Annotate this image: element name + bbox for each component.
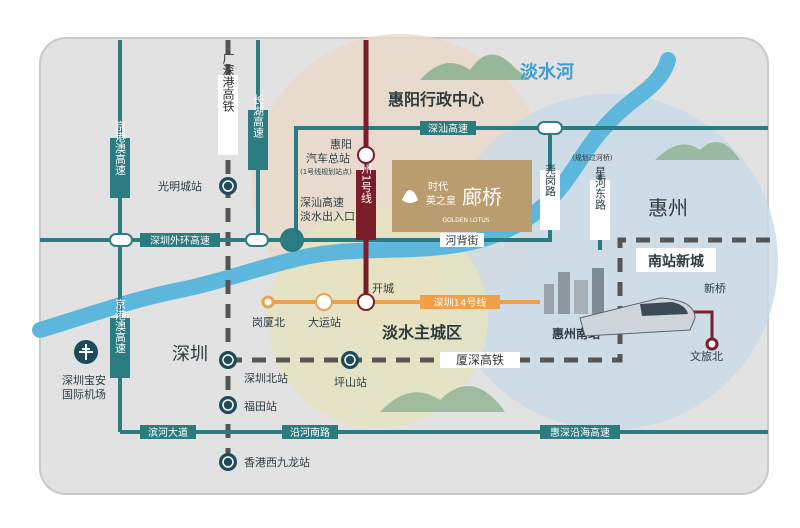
- station-gangxia-north: 岗厦北: [252, 316, 285, 329]
- road-label-yanhe: 沿河南路: [290, 426, 330, 439]
- danshui-zone: [268, 208, 488, 428]
- road-label-box: [248, 110, 268, 170]
- interchange-label-1: 深汕高速: [300, 195, 344, 209]
- wenlv-north-dot: [705, 337, 719, 351]
- region-danshui: 淡水主城区: [382, 323, 462, 342]
- road-label-guangshengang: 广深港高铁: [221, 52, 235, 112]
- bus-station-icon: [357, 146, 375, 164]
- road-label-xinghe: 星河东路: [594, 166, 607, 211]
- region-south-station-new-city: 南站新城: [648, 253, 704, 270]
- station-huiyang-bus-note: (1号线规划站点): [300, 167, 352, 176]
- road-label-box: [110, 318, 130, 378]
- road-label-hebei: 河背街: [446, 233, 479, 247]
- interchange-icon: [280, 228, 304, 252]
- project-english: GOLDEN LOTUS: [442, 217, 489, 224]
- road-label-yaogang: 尧岗路: [544, 163, 557, 197]
- project-brand-2: 英之皇: [426, 194, 456, 207]
- metro-station-icon: [219, 177, 237, 195]
- station-wenlv-north: 文旅北: [690, 349, 723, 363]
- station-huiyang-bus-1: 惠阳: [330, 137, 352, 151]
- station-futian: 福田站: [244, 399, 277, 413]
- region-huizhou: 惠州: [648, 196, 688, 220]
- airport-label-1: 深圳宝安: [62, 373, 106, 387]
- road-label-box: [590, 180, 610, 240]
- road-label-box: [356, 170, 376, 240]
- road-label-shenshan: 深汕高速: [428, 122, 468, 135]
- road-label-binhe: 滨河大道: [148, 426, 188, 439]
- lotus-logo-icon: [402, 190, 418, 203]
- road-label-changhu: 长湖高速: [252, 94, 265, 138]
- road-label-box: [440, 233, 484, 247]
- south-station-new-city-box: [636, 248, 716, 272]
- bridge-note: (规划过河桥): [572, 153, 613, 162]
- interchange-label-2: 淡水出入口: [300, 209, 355, 223]
- road-label-box: [140, 233, 220, 247]
- project-name: 廊桥: [462, 185, 502, 209]
- river-label: 淡水河: [520, 61, 574, 83]
- airport-label-2: 国际机场: [62, 387, 106, 401]
- expressway-junction-icon: [245, 233, 269, 247]
- road-label-box: [540, 170, 560, 230]
- station-hk-west-kowloon: 香港西九龙站: [244, 455, 310, 469]
- skyline-building: [592, 268, 604, 314]
- road-label-outer-ring: 深圳外环高速: [150, 234, 210, 247]
- plane-glyph-icon: [79, 344, 93, 360]
- metro-station-icon: [219, 351, 237, 369]
- road-label-jinggangao-south: 京港澳高速: [114, 297, 127, 353]
- road-label-box: [218, 75, 238, 155]
- road-label-box: [140, 425, 196, 439]
- road-label-box: [540, 425, 620, 439]
- road-label-box: [420, 295, 500, 309]
- station-pingshan: 坪山站: [334, 375, 367, 389]
- train-illustration: [544, 268, 696, 337]
- region-huiyang-admin: 惠阳行政中心: [388, 90, 484, 109]
- line14-station-icon: [315, 293, 333, 311]
- transit-label-line1: 惠州1号线: [360, 151, 373, 203]
- metro-station-icon: [219, 396, 237, 414]
- station-kaicheng: 开城: [372, 282, 394, 295]
- shenshan-expressway: [294, 126, 768, 232]
- skyline-building: [544, 284, 554, 314]
- region-shenzhen-1: 深圳: [172, 344, 208, 365]
- road-label-box: [282, 425, 338, 439]
- expressway-junction-icon: [109, 233, 133, 247]
- station-shenzhen-north: 深圳北站: [244, 371, 288, 385]
- mountain-decoration: [655, 142, 740, 160]
- road-label-box: [110, 138, 130, 198]
- road-label-huishen: 惠深沿海高速: [550, 426, 610, 439]
- danshui-river: [32, 52, 676, 338]
- station-guangming: 光明城站: [158, 179, 202, 193]
- station-huiyang-bus-2: 汽车总站: [306, 151, 350, 165]
- station-xinqiao: 新桥: [704, 281, 726, 295]
- project-brand-1: 时代: [428, 181, 448, 193]
- south-branch: [690, 310, 714, 344]
- station-dayun: 大运站: [308, 315, 341, 329]
- expressway-junction-icon: [537, 121, 563, 135]
- transit-label-xiashen: 厦深高铁: [456, 352, 504, 367]
- mountain-decoration: [380, 386, 505, 412]
- train-window: [640, 302, 688, 316]
- xiashen-rail-track: [228, 237, 770, 363]
- metro-station-icon: [219, 453, 237, 471]
- skyline-building: [558, 272, 570, 314]
- road-label-jinggangao-north: 京港澳高速: [114, 119, 127, 175]
- line14-terminal: [261, 295, 275, 309]
- road-label-box: [420, 121, 476, 135]
- line1-station-icon: [357, 293, 375, 311]
- huizhou-zone: [442, 94, 778, 430]
- road-label-box: [440, 352, 520, 368]
- mountain-decoration: [420, 54, 530, 80]
- metro-station-icon: [341, 351, 359, 369]
- transit-label-line14: 深圳14号线: [434, 296, 487, 309]
- skyline-building: [574, 280, 588, 314]
